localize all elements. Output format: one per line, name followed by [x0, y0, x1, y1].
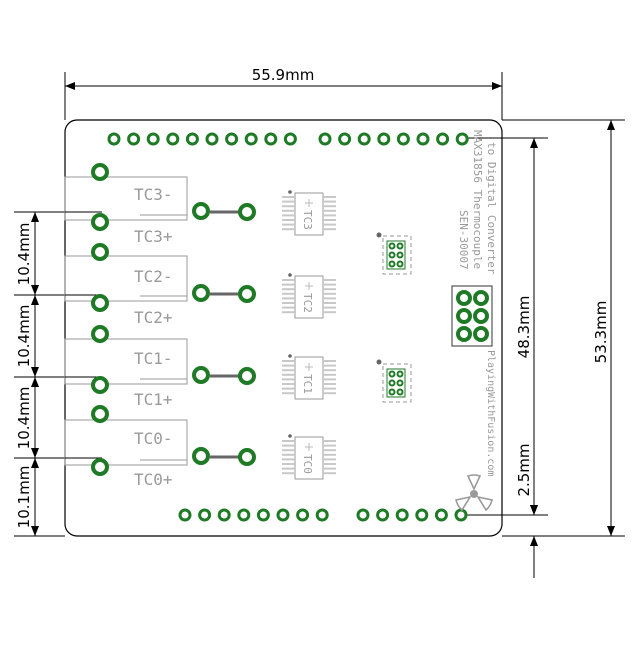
header-pad — [377, 132, 391, 146]
board-title-line2: to Digital Converter — [485, 142, 498, 275]
ic-label: TC1 — [301, 374, 314, 394]
pitch-label-3: 10.4mm — [15, 223, 33, 286]
bottom-offset-label: 2.5mm — [515, 443, 533, 496]
height-outer-label: 53.3mm — [592, 301, 610, 364]
header-pad — [454, 508, 468, 522]
small-connector-upper — [376, 232, 412, 275]
header-pad — [416, 132, 430, 146]
board-title-line1: MAX31856 Thermocouple — [471, 130, 484, 269]
icsp-header — [451, 285, 493, 347]
header-pad — [276, 508, 290, 522]
header-pad — [107, 132, 121, 146]
header-pad — [296, 508, 310, 522]
header-pad — [436, 132, 450, 146]
header-pad — [185, 132, 199, 146]
header-pad — [146, 132, 160, 146]
header-pad — [217, 508, 231, 522]
header-pad — [415, 508, 429, 522]
pitch-label-2: 10.4mm — [15, 305, 33, 368]
converter-ic: TC1 — [282, 354, 336, 400]
height-outer-dimension: 53.3mm — [502, 119, 625, 537]
top-header-pads — [107, 132, 469, 146]
bottom-header-pads — [178, 508, 468, 522]
pitch-label-1: 10.4mm — [15, 387, 33, 450]
channel-tc1: TC1- TC1+ — [64, 325, 256, 409]
bottom-offset-dimension: 2.5mm — [515, 443, 538, 578]
small-connector-lower — [376, 359, 412, 403]
header-pad — [455, 132, 469, 146]
header-pad — [178, 508, 192, 522]
header-pad — [237, 508, 251, 522]
header-pad — [357, 132, 371, 146]
header-pad — [244, 132, 258, 146]
channel-tc2: TC2- TC2+ — [64, 243, 256, 327]
pitch-label-0: 10.1mm — [15, 466, 33, 529]
website-label: PlayingWithFusion.com — [485, 350, 496, 476]
tc2-pos-label: TC2+ — [134, 308, 173, 327]
header-pad — [396, 132, 410, 146]
board-outline — [64, 119, 503, 537]
tc2-neg-label: TC2- — [134, 267, 173, 286]
header-pad — [318, 132, 332, 146]
channel-tc0: TC0- TC0+ — [64, 405, 256, 489]
channel-tc3: TC3- TC3+ — [64, 163, 256, 246]
part-number: SEN-30007 — [457, 210, 470, 270]
width-label: 55.9mm — [252, 66, 315, 84]
ic-label: TC3 — [301, 210, 314, 230]
width-dimension: 55.9mm — [64, 66, 503, 120]
tc3-neg-label: TC3- — [134, 185, 173, 204]
header-pad — [434, 508, 448, 522]
header-pad — [356, 508, 370, 522]
fusion-logo — [455, 474, 493, 512]
header-pad — [315, 508, 329, 522]
height-inner-label: 48.3mm — [515, 296, 533, 359]
converter-ic: TC2 — [282, 273, 336, 319]
header-pad — [376, 508, 390, 522]
pitch-dimensions: 10.4mm 10.4mm 10.4mm 10.1mm — [14, 211, 102, 537]
board-title-block: SEN-30007 MAX31856 Thermocouple to Digit… — [457, 130, 498, 476]
tc3-pos-label: TC3+ — [134, 227, 173, 246]
tc1-pos-label: TC1+ — [134, 390, 173, 409]
thermocouple-channels: TC3- TC3+ TC2- TC2+ TC1- TC1 — [64, 163, 256, 489]
header-pad — [264, 132, 278, 146]
header-pad — [225, 132, 239, 146]
converter-ic: TC3 — [282, 190, 336, 236]
header-pad — [395, 508, 409, 522]
header-pad — [283, 132, 297, 146]
converter-ic: TC0 — [282, 434, 336, 480]
tc0-neg-label: TC0- — [134, 429, 173, 448]
header-pad — [166, 132, 180, 146]
header-pad — [198, 508, 212, 522]
header-pad — [127, 132, 141, 146]
ic-label: TC2 — [301, 293, 314, 313]
tc1-neg-label: TC1- — [134, 349, 173, 368]
header-pad — [338, 132, 352, 146]
ic-label: TC0 — [301, 454, 314, 474]
header-pad — [256, 508, 270, 522]
tc0-pos-label: TC0+ — [134, 470, 173, 489]
header-pad — [205, 132, 219, 146]
